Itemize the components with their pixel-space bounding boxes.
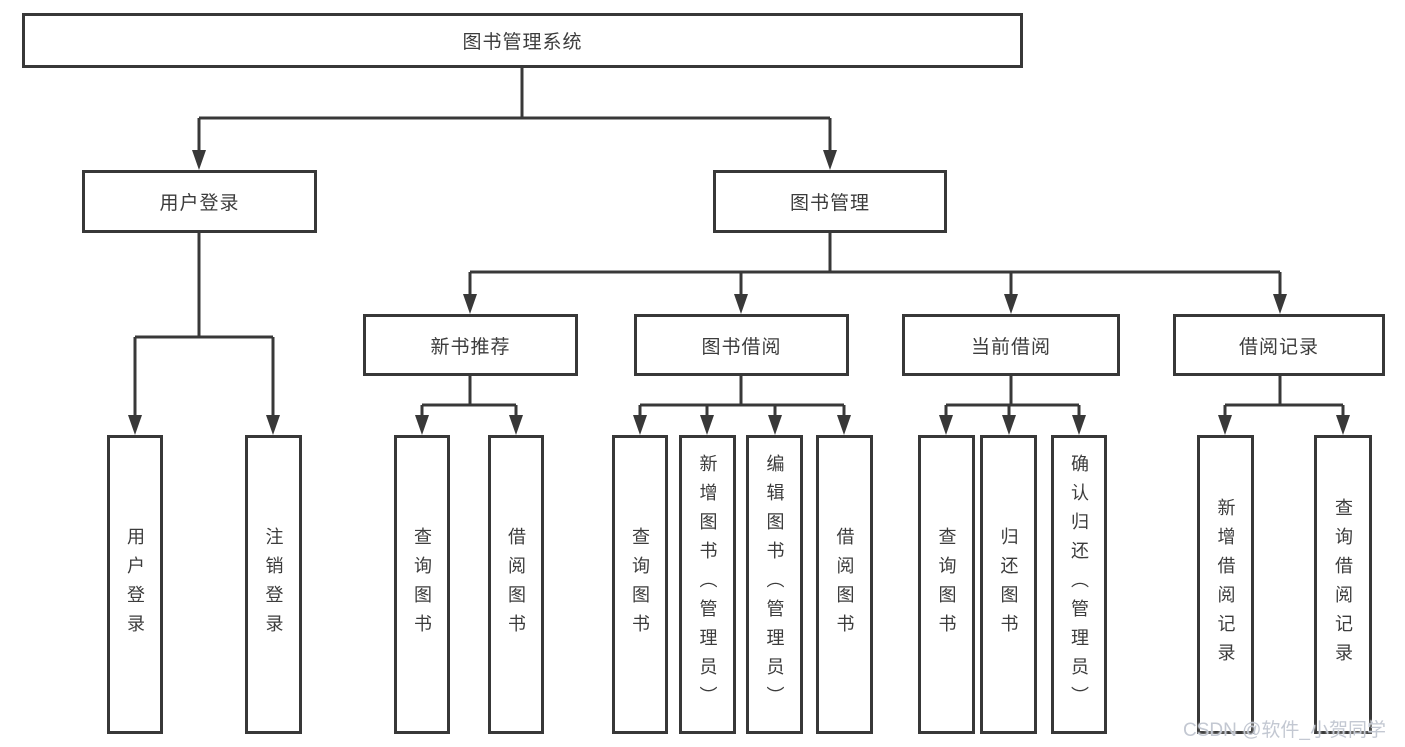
node-label: 借阅图书: [506, 526, 526, 643]
node-book-management: 图书管理: [713, 170, 947, 233]
node-new-book-recommend: 新书推荐: [363, 314, 578, 376]
node-library-management-system: 图书管理系统: [22, 13, 1023, 68]
connector-book-management: [468, 233, 1282, 297]
node-label: 编辑图书（管理员）: [764, 454, 785, 715]
node-label: 新书推荐: [430, 336, 511, 358]
node-label: 图书管理: [789, 193, 870, 214]
connector-borrow-records: [1223, 376, 1345, 419]
leaf-edit-books-admin: 编辑图书（管理员）: [746, 435, 803, 734]
node-label: 注销登录: [263, 526, 284, 643]
node-label: 查询图书: [412, 526, 432, 643]
node-label: 借阅记录: [1238, 336, 1319, 358]
node-borrow-records: 借阅记录: [1173, 314, 1385, 376]
leaf-borrow-books: 借阅图书: [816, 435, 873, 734]
connector-user-login: [133, 233, 275, 418]
arrowheads: [128, 150, 1350, 435]
connector-root: [197, 68, 832, 152]
connector-book-borrow: [638, 376, 846, 419]
node-current-borrow: 当前借阅: [902, 314, 1120, 376]
node-label: 借阅图书: [834, 526, 855, 643]
node-label: 用户登录: [159, 193, 240, 214]
leaf-search-books-recommend: 查询图书: [394, 435, 450, 734]
leaf-search-books-borrow: 查询图书: [612, 435, 668, 734]
node-label: 新增借阅记录: [1215, 497, 1236, 672]
node-label: 归还图书: [998, 526, 1019, 643]
node-label: 用户登录: [125, 526, 145, 643]
node-label: 当前借阅: [970, 336, 1051, 358]
leaf-borrow-books-recommend: 借阅图书: [488, 435, 544, 734]
node-label: 查询图书: [936, 526, 957, 643]
leaf-logout: 注销登录: [245, 435, 302, 734]
node-book-borrow: 图书借阅: [634, 314, 849, 376]
leaf-return-books: 归还图书: [980, 435, 1037, 734]
node-label: 图书管理系统: [462, 32, 583, 53]
csdn-watermark: CSDN @软件_小贺同学: [1183, 720, 1386, 741]
node-label: 确认归还（管理员）: [1069, 454, 1089, 715]
connector-current-borrow: [944, 376, 1081, 419]
leaf-search-borrow-record: 查询借阅记录: [1314, 435, 1372, 734]
node-label: 图书借阅: [701, 336, 782, 358]
leaf-confirm-return-admin: 确认归还（管理员）: [1051, 435, 1107, 734]
leaf-user-login: 用户登录: [107, 435, 163, 734]
node-label: 查询借阅记录: [1333, 497, 1353, 672]
leaf-search-books-current: 查询图书: [918, 435, 975, 734]
node-user-login: 用户登录: [82, 170, 317, 233]
connector-new-book-recommend: [420, 376, 518, 419]
leaf-add-borrow-record: 新增借阅记录: [1197, 435, 1254, 734]
leaf-add-books-admin: 新增图书（管理员）: [679, 435, 736, 734]
node-label: 新增图书（管理员）: [697, 454, 718, 715]
node-label: 查询图书: [630, 526, 650, 643]
